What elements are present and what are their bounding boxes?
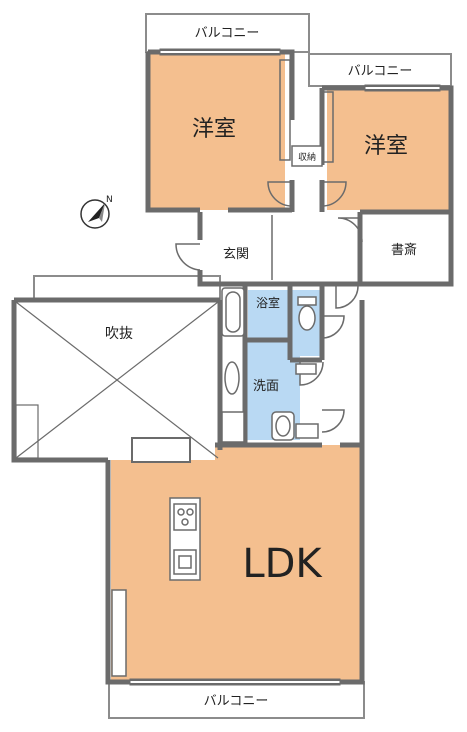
compass-needle-icon	[88, 203, 105, 222]
storage-label: 収納	[298, 151, 316, 163]
washroom-label: 洗面	[253, 379, 279, 394]
balcony-top-right-label: バルコニー	[348, 64, 413, 79]
balcony-bottom-label: バルコニー	[204, 694, 269, 709]
fixtures	[111, 287, 319, 677]
western-room-1-floor	[148, 52, 285, 210]
atrium-void	[15, 301, 219, 459]
ldk-floor	[111, 445, 360, 680]
compass: N	[80, 195, 113, 229]
study-label: 書斎	[391, 242, 417, 258]
western-room-2-label: 洋室	[364, 134, 408, 159]
entrance-label: 玄関	[223, 247, 249, 262]
atrium-label: 吹抜	[105, 326, 133, 342]
ldk-label: LDK	[242, 541, 323, 587]
toilet-tank	[297, 296, 317, 306]
laundry-oval	[224, 361, 240, 395]
balcony-left	[33, 275, 221, 301]
closets	[271, 59, 334, 280]
compass-north-label: N	[106, 195, 113, 205]
bathroom-floor	[248, 290, 288, 340]
balcony-top-left-label: バルコニー	[195, 26, 260, 41]
washing-machine	[221, 411, 245, 443]
toilet-bowl	[298, 305, 316, 331]
bathroom-label: 浴室	[256, 295, 280, 310]
labels: バルコニー バルコニー バルコニー 洋室 洋室 収納 玄関 書斎 浴室 洗面 吹…	[105, 26, 417, 709]
room-fills	[111, 52, 451, 680]
windows	[130, 51, 440, 683]
western-room-1-label: 洋室	[192, 117, 236, 142]
western-room-2-floor	[327, 88, 451, 210]
window-frames	[129, 48, 441, 686]
doors	[175, 181, 363, 433]
